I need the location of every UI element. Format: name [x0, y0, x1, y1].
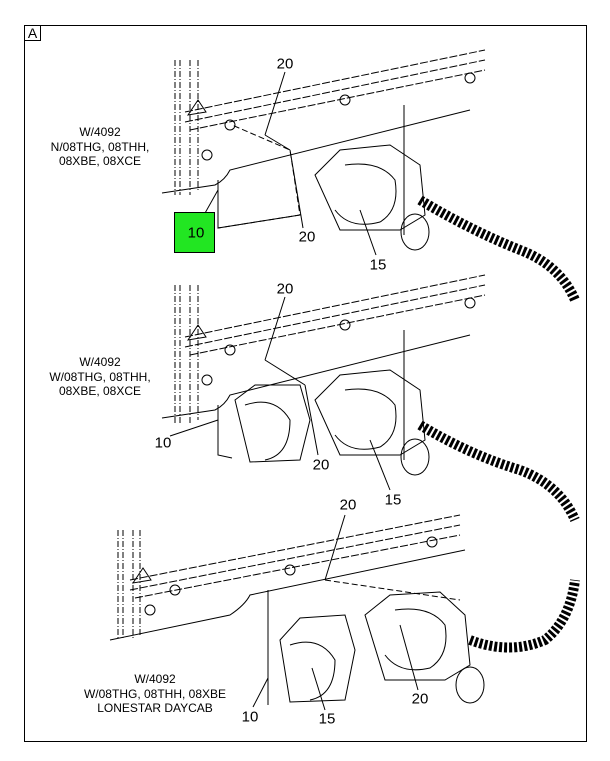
- note-line: N/08THG, 08THH,: [50, 139, 150, 154]
- callout-20[interactable]: 20: [411, 690, 429, 708]
- callout-15[interactable]: 15: [318, 710, 336, 728]
- note-line: 08XBE, 08XCE: [58, 154, 142, 168]
- note-line: W/4092: [79, 125, 121, 139]
- callout-20[interactable]: 20: [298, 228, 316, 246]
- panel-1-artwork: [161, 49, 580, 303]
- panel-2-note: W/4092 W/08THG, 08THH, 08XBE, 08XCE: [49, 355, 150, 399]
- diagram-frame: [24, 25, 587, 742]
- callout-10[interactable]: 10: [241, 708, 259, 726]
- figure-tag: A: [24, 25, 41, 41]
- callout-20[interactable]: 20: [339, 496, 357, 514]
- note-line: 08XBE, 08XCE: [58, 384, 142, 398]
- note-line: W/4092: [79, 355, 121, 369]
- callout-10-highlighted[interactable]: 10: [187, 224, 205, 242]
- callout-20[interactable]: 20: [276, 55, 294, 73]
- note-line: W/08THG, 08THH,: [49, 369, 151, 384]
- callout-20[interactable]: 20: [312, 456, 330, 474]
- panel-3-note: W/4092 W/08THG, 08THH, 08XBE LONESTAR DA…: [84, 672, 226, 716]
- note-line: LONESTAR DAYCAB: [97, 701, 213, 715]
- panel-1-note: W/4092 N/08THG, 08THH, 08XBE, 08XCE: [51, 125, 150, 169]
- panel-2-artwork: [161, 274, 580, 523]
- callout-20[interactable]: 20: [276, 280, 294, 298]
- note-line: W/4092: [134, 672, 176, 686]
- callout-15[interactable]: 15: [369, 256, 387, 274]
- callout-10[interactable]: 10: [154, 434, 172, 452]
- panel-3-artwork: [109, 514, 580, 711]
- callout-15[interactable]: 15: [384, 491, 402, 509]
- highlighted-callout-box: [174, 212, 215, 253]
- note-line: W/08THG, 08THH, 08XBE: [83, 686, 227, 701]
